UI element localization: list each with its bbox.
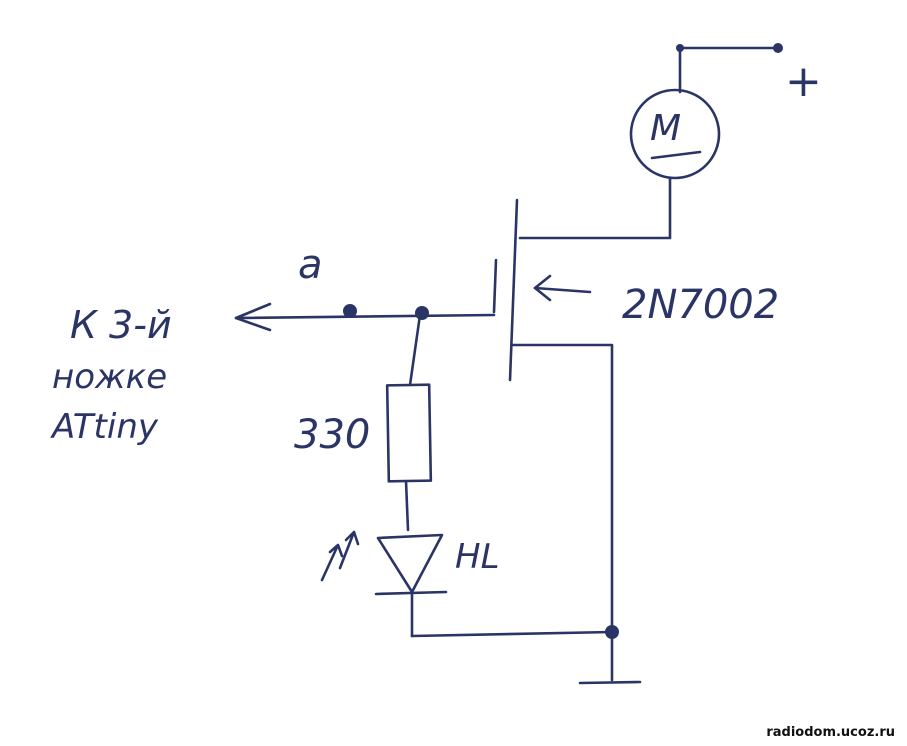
- ground-symbol: [410, 625, 642, 685]
- watermark: radiodom.ucoz.ru: [766, 725, 895, 740]
- supply-wire: [676, 43, 783, 94]
- node-a-label: a: [298, 242, 323, 288]
- motor-symbol: [629, 88, 721, 180]
- gate-wire: [234, 302, 496, 332]
- led-symbol: [320, 530, 448, 638]
- mosfet-label: 2N7002: [622, 282, 779, 328]
- target-word-label: ножке: [52, 357, 167, 397]
- resistor-symbol: [385, 313, 433, 532]
- source-wire: [510, 343, 614, 634]
- resistor-value-label: 330: [294, 412, 370, 458]
- target-chip-label: ATtiny: [50, 407, 159, 447]
- motor-label: M: [650, 108, 681, 149]
- supply-plus-label: +: [785, 56, 822, 107]
- drain-wire: [518, 176, 672, 240]
- mosfet-symbol: [492, 198, 592, 382]
- target-pin-label: К 3-й: [70, 303, 172, 347]
- led-label: HL: [455, 537, 500, 577]
